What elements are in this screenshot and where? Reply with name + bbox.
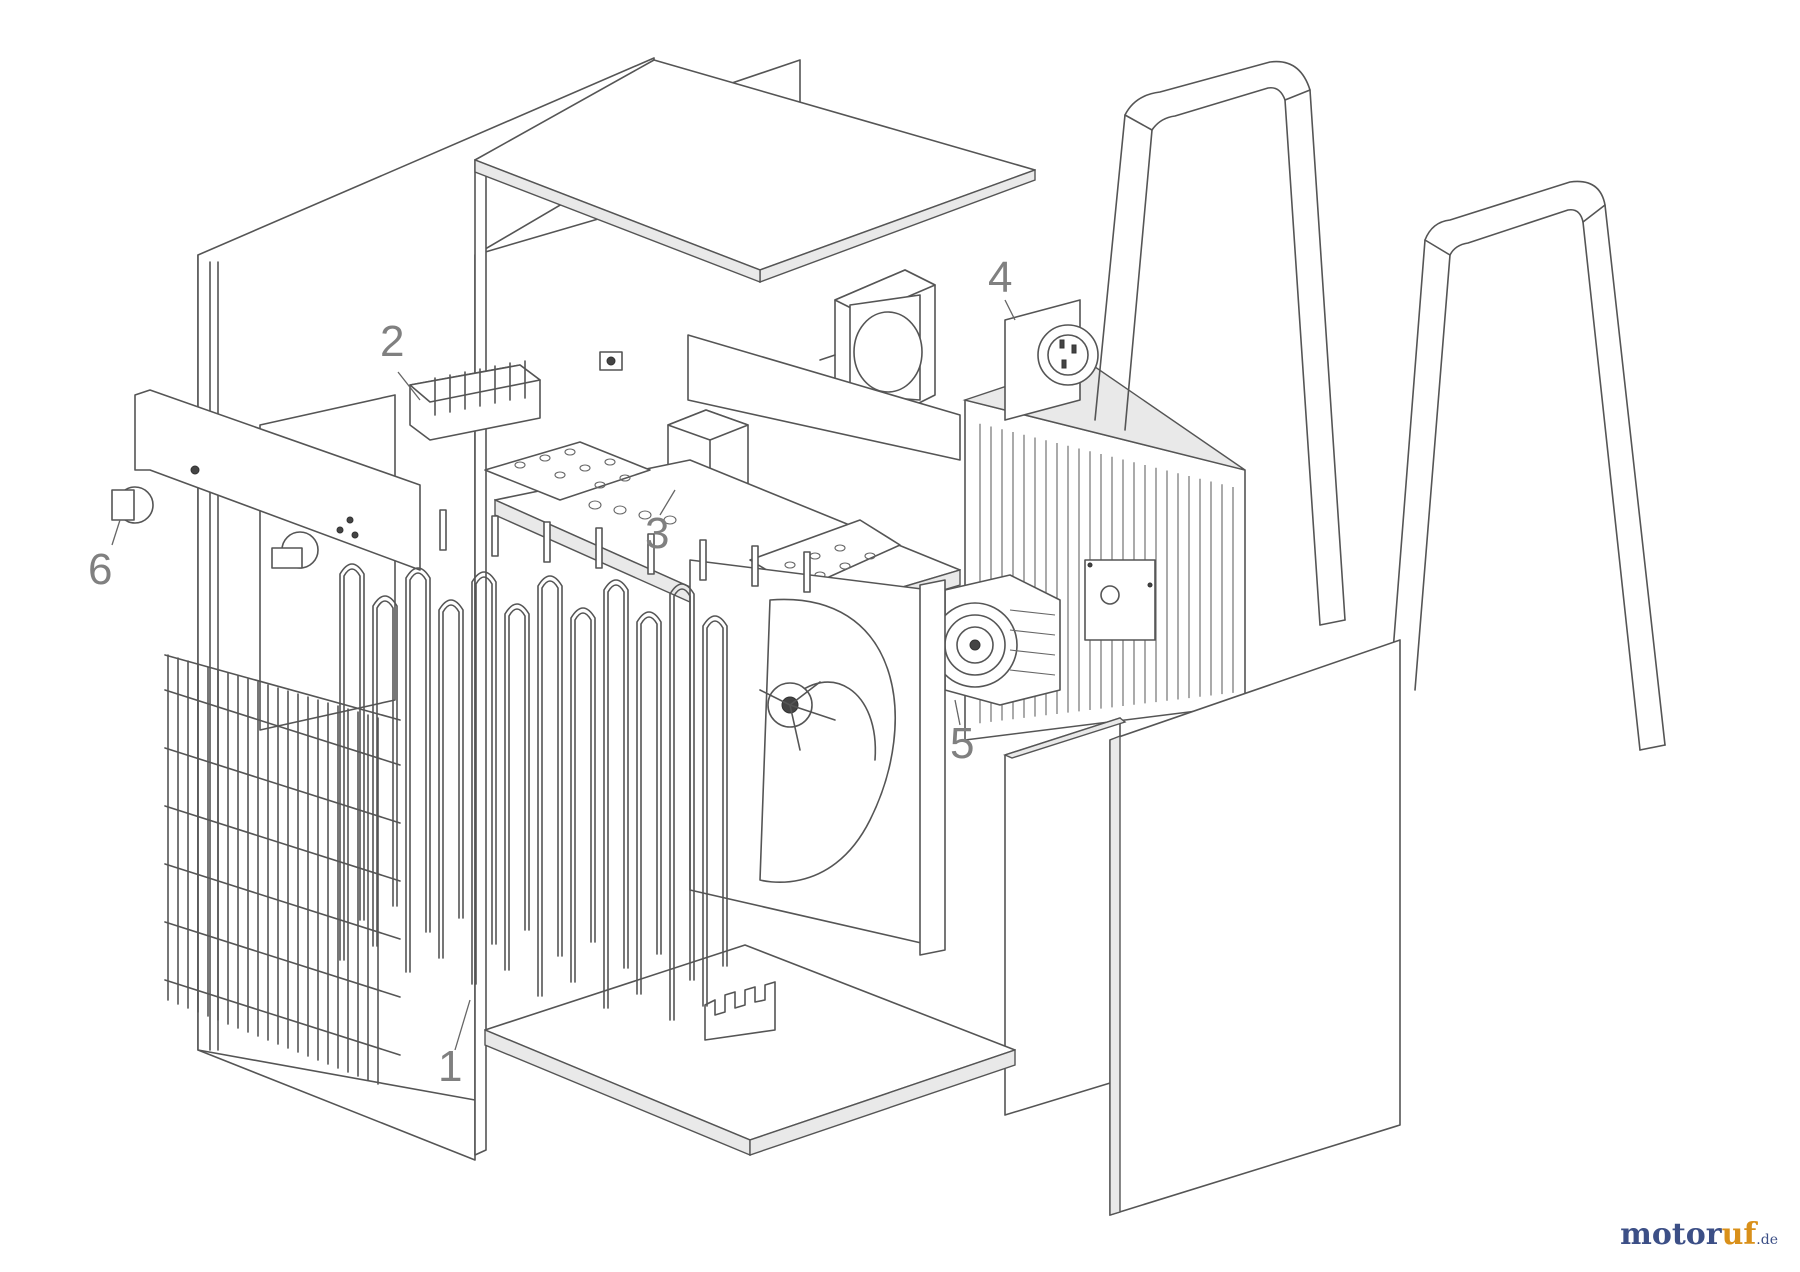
- control-panel: [111, 389, 421, 571]
- watermark-logo: motoruf.de: [1620, 1217, 1778, 1252]
- grille-top-rail: [164, 654, 401, 721]
- heating-element-loop: [504, 603, 530, 971]
- heating-element-loop-inner: [409, 572, 427, 973]
- element-terminal: [751, 545, 759, 587]
- top-cover: [474, 59, 1036, 284]
- watermark-suffix: .de: [1756, 1232, 1778, 1248]
- heating-element-loop: [603, 579, 629, 1009]
- heating-element-loop: [471, 571, 497, 985]
- grille-crossbar: [164, 747, 401, 824]
- heating-element-loop-inner: [475, 576, 493, 985]
- element-terminal: [439, 509, 447, 551]
- side-panel-outer: [1109, 639, 1401, 1216]
- heating-elements: [339, 509, 811, 1021]
- grille-crossbar: [164, 979, 401, 1056]
- grille-crossbar: [164, 689, 401, 766]
- heating-element-loop-inner: [574, 612, 592, 983]
- heating-element-loop: [372, 595, 398, 947]
- baffle-plate: [687, 334, 961, 461]
- heating-element-loop-inner: [376, 600, 394, 947]
- front-grille: [164, 654, 401, 1085]
- heating-element-loop-inner: [442, 604, 460, 959]
- handle-frame-front: [1389, 180, 1666, 751]
- callout-6: 6: [88, 545, 113, 594]
- element-terminal: [595, 527, 603, 569]
- grille-crossbar: [164, 863, 401, 940]
- watermark-part-a: motor: [1620, 1217, 1722, 1252]
- element-terminal: [491, 515, 499, 557]
- handle-frame-rear: [1094, 60, 1346, 626]
- element-terminal: [647, 533, 655, 575]
- heating-element-loop: [405, 567, 431, 973]
- heating-element-loop-inner: [343, 568, 361, 961]
- callout-2: 2: [380, 317, 405, 366]
- heating-element-loop-inner: [706, 620, 724, 1007]
- element-terminal: [543, 521, 551, 563]
- heating-element-loop: [339, 563, 365, 961]
- heating-element-loop: [438, 599, 464, 959]
- heating-element-loop: [669, 583, 695, 1021]
- callout-leaders: [111, 299, 1016, 1051]
- callout-1: 1: [438, 1042, 463, 1091]
- thermostat-switch: [599, 351, 623, 371]
- callout-3: 3: [645, 509, 670, 558]
- grille-crossbar: [164, 921, 401, 998]
- grille-crossbar: [164, 805, 401, 882]
- element-terminal: [803, 551, 811, 593]
- callout-5: 5: [950, 719, 975, 768]
- watermark-part-b: uf: [1721, 1217, 1757, 1252]
- heating-element-loop-inner: [607, 584, 625, 1009]
- heating-element-loop: [570, 607, 596, 983]
- heating-element-loop: [702, 615, 728, 1007]
- heating-element-loop: [537, 575, 563, 997]
- heating-element-loop-inner: [673, 588, 691, 1021]
- side-panel-inner: [1003, 717, 1127, 1116]
- bottom-tray: [484, 944, 1016, 1157]
- terminal-block: [409, 360, 541, 441]
- power-socket: [1004, 299, 1099, 421]
- heating-element-loop-inner: [541, 580, 559, 997]
- fan-impeller: [689, 559, 931, 946]
- fan-motor: [919, 574, 1061, 956]
- heating-element-loop-inner: [508, 608, 526, 971]
- element-terminal: [699, 539, 707, 581]
- callout-4: 4: [988, 253, 1013, 302]
- heating-element-loop-inner: [640, 616, 658, 995]
- heating-element-loop: [636, 611, 662, 995]
